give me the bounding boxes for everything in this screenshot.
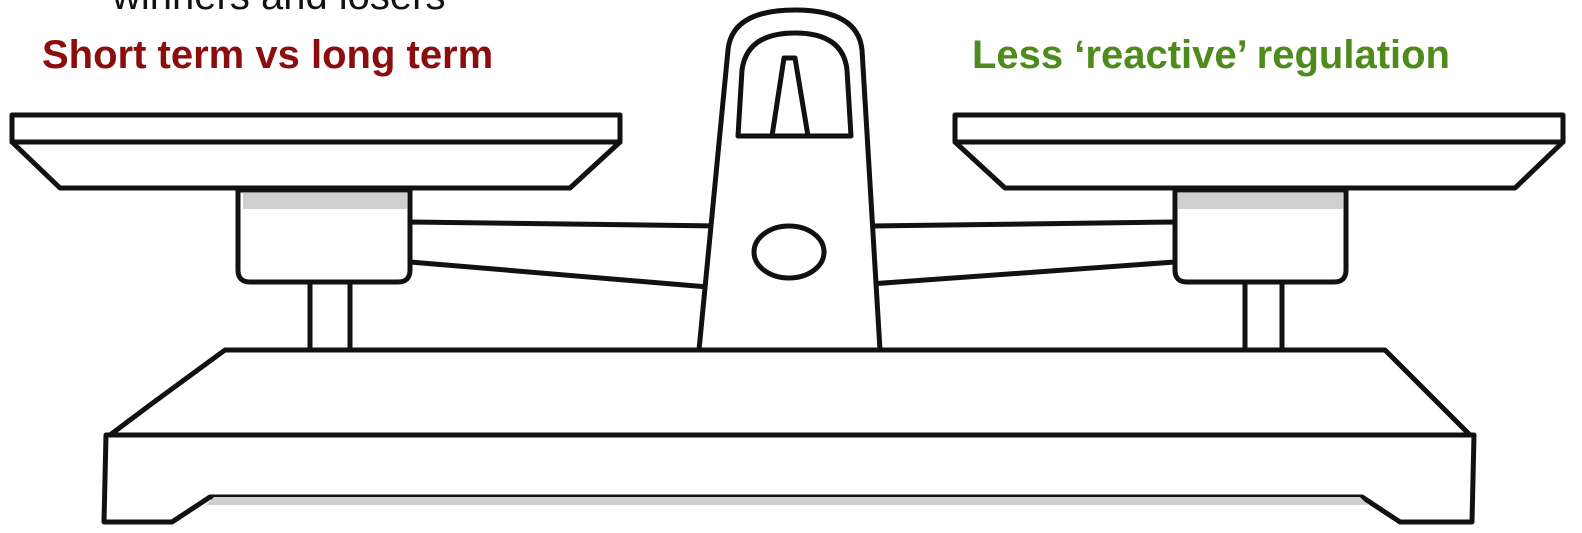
base-top xyxy=(107,347,1473,438)
pointer xyxy=(769,55,811,139)
right-arm xyxy=(867,219,1178,287)
left-pan-holder xyxy=(235,187,413,285)
top-fragment-text: winners and losers xyxy=(112,0,446,19)
left-heading: Short term vs long term xyxy=(42,33,494,77)
base-bottom xyxy=(101,432,1477,525)
right-heading: Less ‘reactive’ regulation xyxy=(972,33,1450,77)
left-post xyxy=(307,277,353,353)
right-pan-holder xyxy=(1172,187,1349,285)
left-arm xyxy=(407,219,723,291)
right-post xyxy=(1242,277,1285,353)
right-pan xyxy=(952,112,1566,191)
left-pan xyxy=(9,112,623,191)
pivot xyxy=(751,223,827,281)
